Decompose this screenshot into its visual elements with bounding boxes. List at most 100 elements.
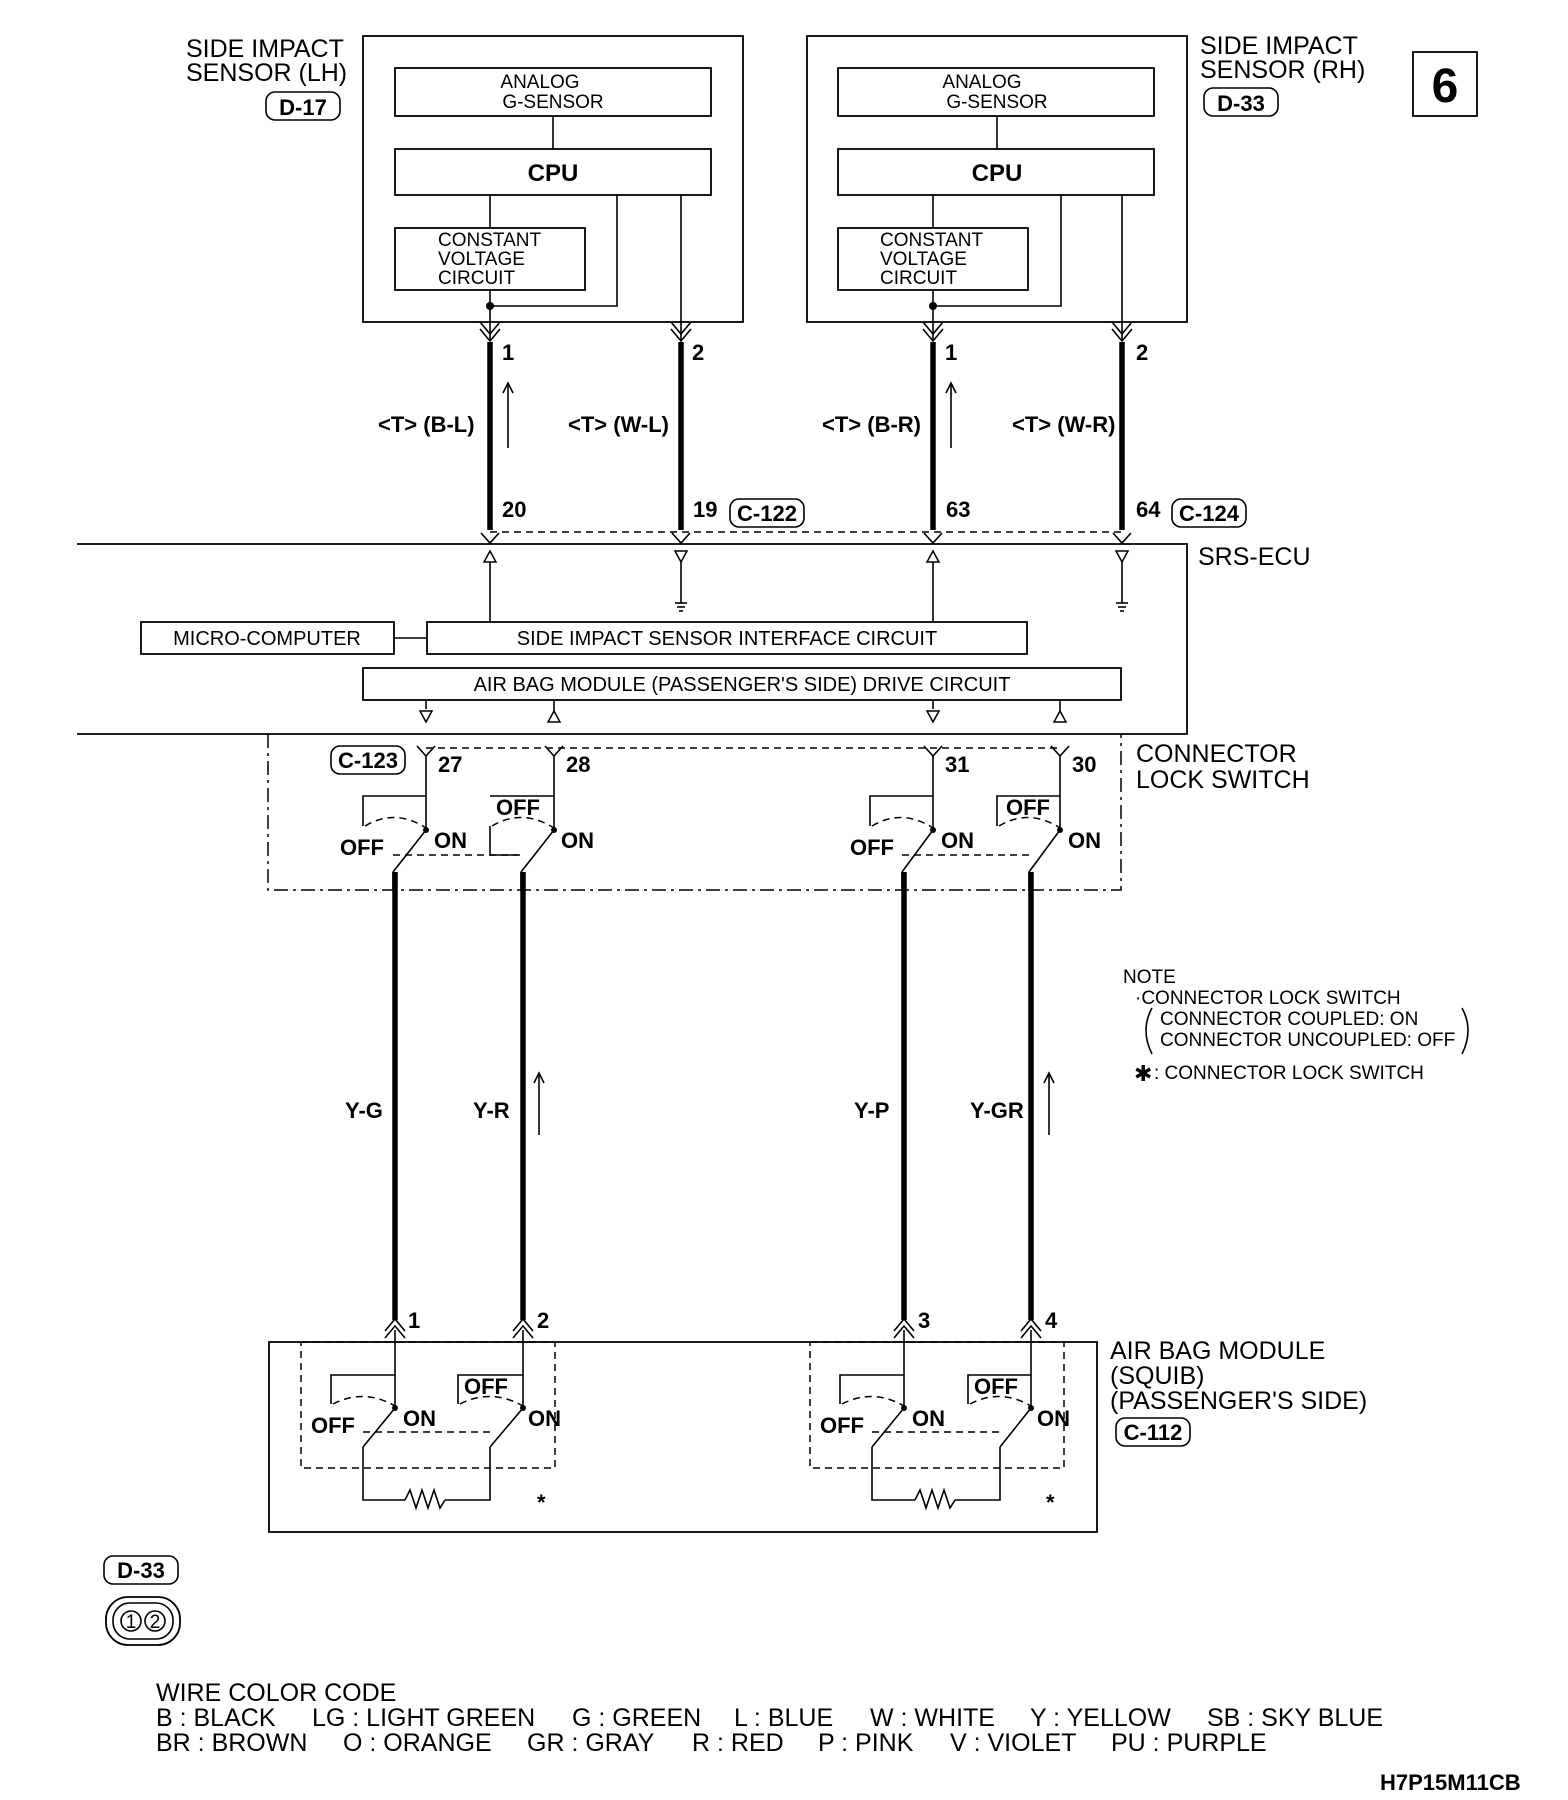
module-on-4: ON [1037, 1406, 1070, 1431]
module-off-4: OFF [974, 1374, 1018, 1399]
srs-ecu: SRS-ECU MICRO-COMPUTER SIDE IMPACT SENSO… [77, 543, 1311, 735]
module-on-1: ON [403, 1406, 436, 1431]
connector-face-label: D-33 [117, 1558, 165, 1583]
color-code-l: L : BLUE [734, 1704, 833, 1732]
sensor-rh-cvc-2: VOLTAGE [880, 249, 967, 270]
lock-switch-off-2: OFF [496, 795, 540, 820]
connector-face-d33: D-33 1 2 [103, 1555, 181, 1646]
note-line-2: CONNECTOR COUPLED: ON [1160, 1009, 1418, 1030]
wire-lh-b-l: <T> (B-L) [378, 412, 475, 437]
ecu-microcomputer: MICRO-COMPUTER [173, 628, 361, 650]
ecu-drive-circuit: AIR BAG MODULE (PASSENGER'S SIDE) DRIVE … [474, 674, 1011, 696]
diagram-code: H7P15M11CB [1380, 1770, 1521, 1795]
module-pin-2: 2 [537, 1308, 549, 1333]
page-number-box: 6 [1412, 51, 1478, 117]
ecu-pin-64: 64 [1136, 497, 1161, 522]
color-code-g: G : GREEN [572, 1704, 701, 1732]
side-impact-sensor-rh: SIDE IMPACT SENSOR (RH) D-33 ANALOG G-SE… [806, 32, 1365, 365]
side-impact-sensor-lh: SIDE IMPACT SENSOR (LH) D-17 ANALOG G-SE… [186, 35, 744, 365]
module-connector: C-112 [1124, 1420, 1183, 1445]
wire-y-p: Y-P [854, 1098, 889, 1123]
lock-switch-label-2: LOCK SWITCH [1136, 766, 1310, 794]
module-off-1: OFF [311, 1413, 355, 1438]
connector-lock-switch: C-123 27 28 31 30 CONNECTOR LOCK SWITCH … [267, 734, 1310, 891]
lower-wires: Y-G Y-R Y-P Y-GR [345, 872, 1055, 1320]
ecu-connector-c124: C-124 [1179, 501, 1240, 526]
color-code-v: V : VIOLET [950, 1729, 1076, 1757]
color-code-sb: SB : SKY BLUE [1207, 1704, 1383, 1732]
module-pin-4: 4 [1045, 1308, 1058, 1333]
sensor-lh-connector: D-17 [279, 95, 327, 120]
color-code-title: WIRE COLOR CODE [156, 1679, 396, 1707]
air-bag-module: 1 2 3 4 AIR BAG MODULE (SQUIB) (PASSENGE… [268, 1308, 1367, 1533]
wire-color-code: WIRE COLOR CODE B : BLACK LG : LIGHT GRE… [156, 1679, 1383, 1757]
sensor-rh-analog-2: G-SENSOR [946, 92, 1047, 113]
sensor-lh-analog-2: G-SENSOR [502, 92, 603, 113]
lock-switch-pin-28: 28 [566, 752, 590, 777]
note-line-3: CONNECTOR UNCOUPLED: OFF [1160, 1030, 1455, 1051]
wire-y-gr: Y-GR [970, 1098, 1024, 1123]
sensor-rh-connector: D-33 [1217, 91, 1265, 116]
sensor-lh-cpu: CPU [528, 160, 579, 187]
sensor-rh-cpu: CPU [972, 160, 1023, 187]
color-code-p: P : PINK [818, 1729, 914, 1757]
module-label-1: AIR BAG MODULE [1110, 1337, 1325, 1365]
note-star: ✱ [1134, 1061, 1152, 1086]
lock-switch-on-3: ON [941, 828, 974, 853]
wire-lh-w-l: <T> (W-L) [568, 412, 669, 437]
sensor-lh-title-2: SENSOR (LH) [186, 59, 347, 87]
lock-switch-off-1: OFF [340, 835, 384, 860]
sensor-rh-title-1: SIDE IMPACT [1200, 32, 1358, 60]
sensor-lh-analog-1: ANALOG [500, 72, 579, 93]
color-code-gr: GR : GRAY [527, 1729, 655, 1757]
wire-y-r: Y-R [473, 1098, 510, 1123]
ecu-pin-19: 19 [693, 497, 717, 522]
lock-switch-label-1: CONNECTOR [1136, 740, 1297, 768]
module-star-1: * [537, 1490, 546, 1515]
lock-switch-pin-30: 30 [1072, 752, 1096, 777]
note-title: NOTE [1123, 967, 1176, 988]
sensor-rh-cvc-1: CONSTANT [880, 230, 983, 251]
upper-wires: <T> (B-L) <T> (W-L) <T> (B-R) <T> (W-R) … [378, 342, 1247, 544]
wire-rh-b-r: <T> (B-R) [822, 412, 921, 437]
color-code-o: O : ORANGE [343, 1729, 492, 1757]
color-code-b: B : BLACK [156, 1704, 276, 1732]
lock-switch-pin-31: 31 [945, 752, 969, 777]
color-code-br: BR : BROWN [156, 1729, 307, 1757]
module-pin-1: 1 [408, 1308, 420, 1333]
wire-rh-w-r: <T> (W-R) [1012, 412, 1115, 437]
note-line-4: : CONNECTOR LOCK SWITCH [1154, 1063, 1424, 1084]
color-code-w: W : WHITE [870, 1704, 995, 1732]
note-line-1: ·CONNECTOR LOCK SWITCH [1135, 988, 1401, 1009]
sensor-lh-pin-1: 1 [502, 340, 514, 365]
module-off-3: OFF [820, 1413, 864, 1438]
sensor-rh-cvc-3: CIRCUIT [880, 268, 957, 289]
color-code-lg: LG : LIGHT GREEN [312, 1704, 535, 1732]
sensor-lh-pin-2: 2 [692, 340, 704, 365]
sensor-rh-analog-1: ANALOG [942, 72, 1021, 93]
sensor-rh-title-2: SENSOR (RH) [1200, 56, 1365, 84]
module-on-3: ON [912, 1406, 945, 1431]
note-block: NOTE ·CONNECTOR LOCK SWITCH CONNECTOR CO… [1123, 967, 1469, 1086]
color-code-pu: PU : PURPLE [1111, 1729, 1267, 1757]
sensor-lh-cvc-3: CIRCUIT [438, 268, 515, 289]
ecu-pin-20: 20 [502, 497, 526, 522]
sensor-rh-pin-2: 2 [1136, 340, 1148, 365]
sensor-lh-cvc-2: VOLTAGE [438, 249, 525, 270]
module-star-2: * [1046, 1490, 1055, 1515]
page-number: 6 [1432, 60, 1459, 113]
connector-face-pin-2: 2 [150, 1612, 161, 1633]
lock-switch-connector: C-123 [338, 748, 398, 773]
wire-y-g: Y-G [345, 1098, 383, 1123]
sensor-lh-title-1: SIDE IMPACT [186, 35, 344, 63]
module-pin-3: 3 [918, 1308, 930, 1333]
connector-face-pin-1: 1 [126, 1612, 137, 1633]
sensor-lh-cvc-1: CONSTANT [438, 230, 541, 251]
ecu-pin-63: 63 [946, 497, 970, 522]
color-code-r: R : RED [692, 1729, 784, 1757]
ecu-connector-c122: C-122 [737, 501, 797, 526]
module-on-2: ON [528, 1406, 561, 1431]
ecu-interface-circuit: SIDE IMPACT SENSOR INTERFACE CIRCUIT [517, 628, 937, 650]
